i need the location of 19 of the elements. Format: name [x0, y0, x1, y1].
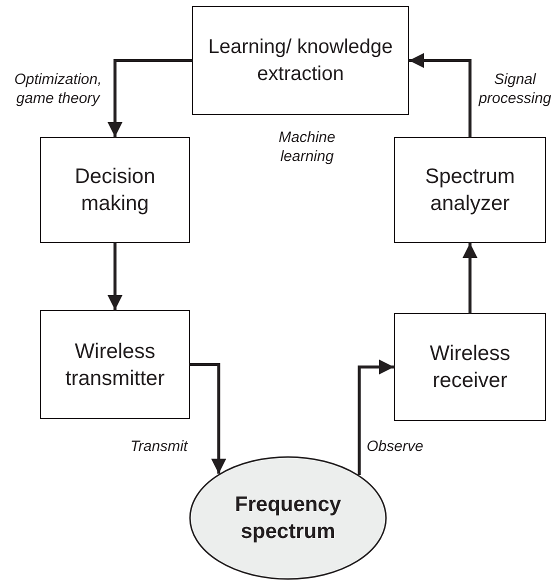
edge-label: Signal processing: [476, 70, 554, 108]
arrow: [108, 59, 192, 137]
node-label: Wireless receiver: [428, 341, 512, 394]
arrow: [190, 363, 226, 474]
arrow: [108, 243, 122, 310]
process-box: [40, 310, 190, 419]
node-label: Wireless transmitter: [64, 338, 166, 392]
arrow: [409, 53, 472, 137]
node-label: Spectrum analyzer: [424, 164, 516, 217]
arrow: [358, 360, 394, 475]
node-label: Decision making: [74, 164, 156, 217]
process-box: [192, 6, 409, 115]
process-box: [40, 137, 190, 243]
node-label: Frequency spectrum: [234, 492, 342, 545]
process-box: [394, 313, 546, 421]
arrow: [462, 243, 478, 313]
node-label: Learning/ knowledge extraction: [207, 34, 394, 86]
ellipse-node: [189, 456, 387, 580]
process-box: [394, 137, 546, 243]
